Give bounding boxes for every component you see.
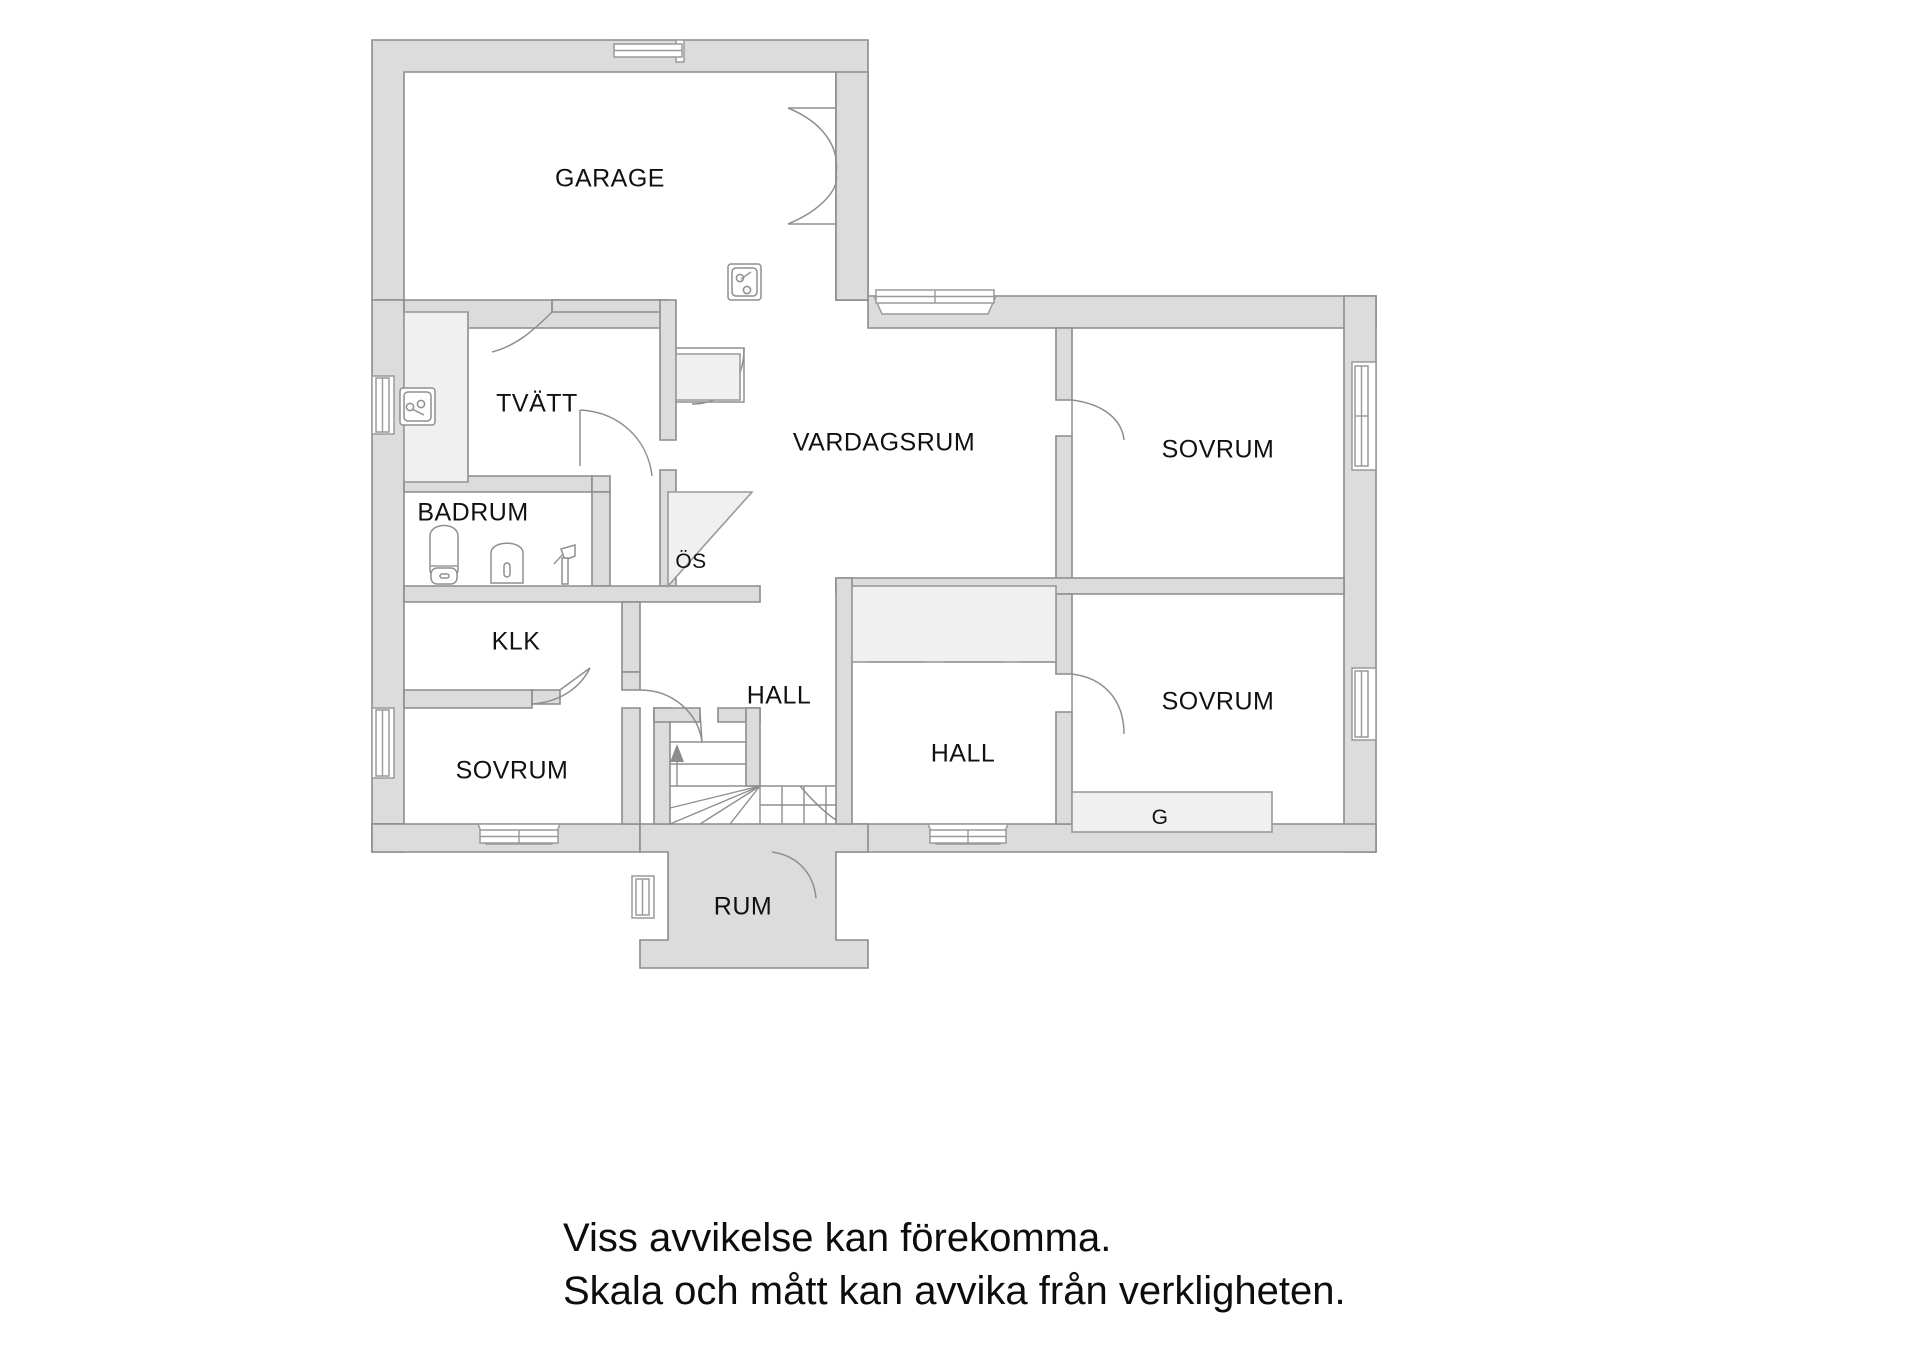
room-label-garage: GARAGE bbox=[555, 164, 665, 193]
electrical-outlet-icon bbox=[399, 387, 436, 426]
room-label-sovrum-sv: SOVRUM bbox=[455, 756, 569, 785]
room-label-hall-mitten: HALL bbox=[746, 681, 812, 710]
toilet-icon bbox=[429, 524, 459, 585]
room-label-klk: KLK bbox=[491, 627, 541, 656]
room-label-sovrum-so: SOVRUM bbox=[1161, 687, 1275, 716]
disclaimer-caption: Viss avvikelse kan förekomma. Skala och … bbox=[0, 1212, 1920, 1318]
caption-line-1: Viss avvikelse kan förekomma. bbox=[563, 1216, 1112, 1260]
washbasin-icon bbox=[490, 542, 524, 584]
symbols bbox=[399, 263, 762, 585]
windows bbox=[371, 39, 1377, 919]
staircase bbox=[669, 741, 836, 825]
electrical-outlet-icon bbox=[727, 263, 762, 301]
room-label-vardagsrum: VARDAGSRUM bbox=[792, 428, 976, 457]
caption-line-2: Skala och mått kan avvika från verklighe… bbox=[563, 1268, 1346, 1313]
interior-walls bbox=[403, 299, 1345, 825]
built-in-fixtures bbox=[403, 311, 1273, 833]
room-label-badrum: BADRUM bbox=[417, 498, 529, 527]
room-label-hall-oster: HALL bbox=[930, 739, 996, 768]
room-label-tvatt: TVÄTT bbox=[496, 389, 578, 418]
room-label-garderob: G bbox=[1151, 806, 1169, 829]
room-label-rum: RUM bbox=[713, 892, 773, 921]
room-label-sovrum-no: SOVRUM bbox=[1161, 435, 1275, 464]
shower-icon bbox=[553, 544, 576, 585]
room-label-os: ÖS bbox=[675, 550, 707, 573]
doors bbox=[491, 107, 1125, 899]
